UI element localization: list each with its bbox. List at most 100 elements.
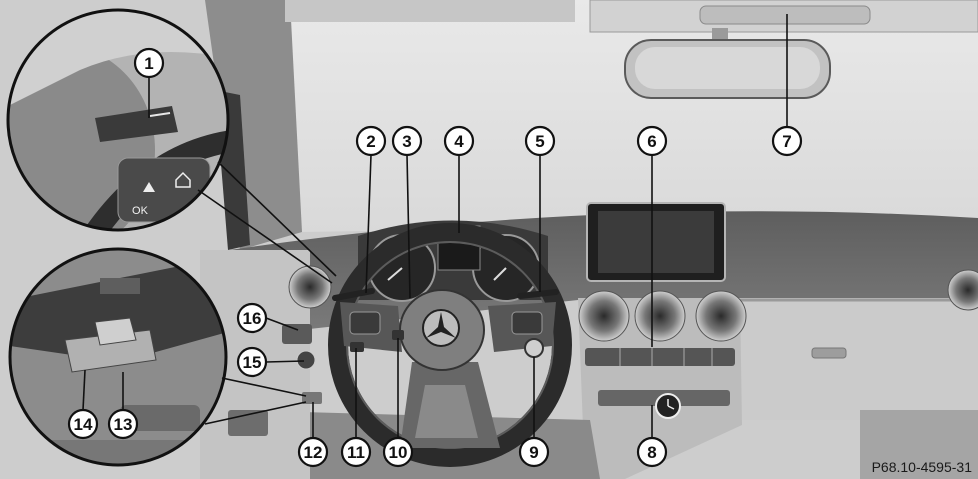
audio-control-panel: [598, 390, 730, 419]
callout-16-leader: [265, 317, 299, 331]
callout-8-marker: [636, 436, 668, 468]
figure-code: P68.10-4595-31: [872, 459, 973, 475]
callout-5-number: 5: [535, 132, 544, 151]
center-console: [578, 298, 742, 479]
callout-9-number: 9: [529, 443, 538, 462]
passenger-dash: [740, 298, 978, 420]
media-display-screen: [598, 211, 714, 273]
callout-5: 5: [524, 125, 556, 292]
inset-top-detail: OK: [6, 8, 337, 284]
steering-adjust-lever: [392, 330, 404, 340]
callout-16: 16: [236, 302, 299, 334]
steering-wheel-rim: [328, 223, 572, 467]
inset-bottom-connector-b: [204, 401, 307, 425]
center-vent-left: [578, 290, 630, 342]
light-switch-panel: [282, 324, 312, 344]
callout-4: 4: [443, 125, 475, 233]
inset-bottom-pedal: [120, 405, 200, 431]
callout-6-number: 6: [647, 132, 656, 151]
callout-12: 12: [297, 402, 329, 468]
overhead-console: [589, 0, 978, 33]
left-a-pillar: [205, 0, 302, 250]
clock-hand-minute: [667, 405, 675, 410]
up-arrow-icon: [143, 182, 155, 192]
tachometer-needle: [493, 267, 507, 281]
sun-visor: [285, 0, 575, 22]
callout-14-marker: [67, 408, 99, 440]
callout-10-number: 10: [389, 443, 408, 462]
callout-13-marker: [107, 408, 139, 440]
callout-9: 9: [518, 357, 550, 468]
inset-top-ok-label: OK: [132, 205, 149, 217]
callout-9-marker: [518, 436, 550, 468]
windshield: [290, 0, 978, 232]
callouts: 1 2 3 4 5 6 7: [67, 14, 803, 468]
callout-10-marker: [382, 436, 414, 468]
climate-button-row: [585, 348, 735, 366]
inset-bottom-release-handle: [94, 317, 137, 346]
media-display: [586, 202, 726, 282]
left-vent: [288, 265, 332, 309]
callout-4-marker: [443, 125, 475, 157]
overhead-control-panel: [699, 5, 871, 25]
inset-bottom-panel: [10, 262, 226, 362]
callout-1-number: 1: [144, 54, 153, 73]
callout-8-number: 8: [647, 443, 656, 462]
home-icon: [175, 171, 191, 188]
callout-2-leader: [365, 154, 372, 294]
callout-2: 2: [355, 125, 387, 294]
callout-3-marker: [391, 125, 423, 157]
callout-1-marker: [133, 47, 165, 79]
rear-view-mirror: [624, 28, 831, 99]
air-vents: [288, 265, 978, 342]
callout-3: 3: [391, 125, 423, 299]
callout-8: 8: [636, 405, 668, 468]
glovebox-handle: [811, 347, 847, 359]
center-vent-right: [695, 290, 747, 342]
callout-15-number: 15: [243, 353, 262, 372]
steering-wheel: [328, 223, 572, 467]
callout-14: 14: [67, 369, 99, 440]
callout-16-number: 16: [243, 309, 262, 328]
callout-11-marker: [340, 436, 372, 468]
callout-7: 7: [771, 14, 803, 157]
callout-13-number: 13: [114, 415, 133, 434]
callout-3-leader: [406, 154, 411, 299]
inset-top-connector-b: [217, 161, 337, 277]
inset-bottom-connector-a: [221, 377, 307, 397]
passenger-footwell: [860, 410, 978, 479]
callout-11-number: 11: [347, 443, 365, 462]
callout-11: 11: [340, 348, 372, 468]
start-stop-button: [524, 338, 544, 358]
brand-star-icon: [426, 312, 456, 338]
mirror-glass: [635, 47, 820, 89]
hood-release-lever: [302, 392, 322, 404]
speedometer-needle: [387, 267, 403, 281]
callout-7-number: 7: [782, 132, 791, 151]
callout-12-number: 12: [304, 443, 323, 462]
right-steering-column-stalk: [517, 289, 559, 299]
callout-13: 13: [107, 372, 139, 440]
callout-15-marker: [236, 346, 268, 378]
lower-spoke-opening: [415, 385, 478, 438]
callout-6-marker: [636, 125, 668, 157]
center-vent-middle: [634, 290, 686, 342]
callout-3-number: 3: [402, 132, 411, 151]
light-switch-knob: [296, 350, 316, 370]
callout-10: 10: [382, 338, 414, 468]
inset-top-stalk-marking: [149, 112, 171, 117]
cruise-control-lever: [350, 342, 364, 352]
climate-control-panel: [585, 348, 735, 366]
callout-15: 15: [236, 346, 305, 378]
inset-bottom-bracket: [100, 278, 140, 294]
callout-12-marker: [297, 436, 329, 468]
inset-top-frame: [6, 8, 230, 232]
inset-bottom-frame: [8, 247, 228, 467]
callout-16-marker: [236, 302, 268, 334]
callout-4-number: 4: [454, 132, 464, 151]
right-vent: [947, 269, 978, 311]
driver-side-controls: [228, 324, 322, 436]
callout-2-marker: [355, 125, 387, 157]
callout-7-marker: [771, 125, 803, 157]
